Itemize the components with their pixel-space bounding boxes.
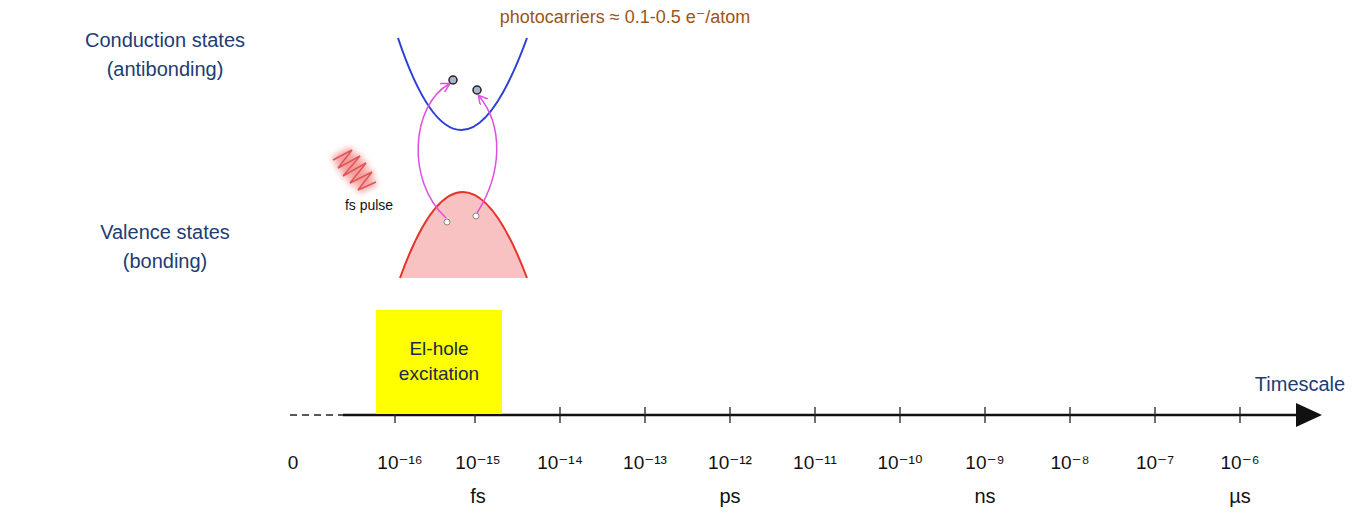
text-label: 10⁻¹¹: [780, 449, 850, 477]
text-label: 10⁻¹³: [610, 449, 680, 477]
text-label: 10⁻⁷: [1120, 449, 1190, 477]
text-label: 10⁻¹⁶: [365, 449, 435, 477]
valence-band-edge: [400, 192, 527, 278]
axis-arrowhead: [1296, 403, 1322, 427]
electron-dot: [449, 76, 457, 84]
text-label: 10⁻⁹: [950, 449, 1020, 477]
text-label: Timescale: [1250, 370, 1350, 399]
text-label: 10⁻¹⁵: [443, 449, 513, 477]
conduction-band: [398, 38, 527, 130]
text-label: Conduction states (antibonding): [70, 26, 260, 84]
box-text: El-hole excitation: [376, 337, 502, 386]
pulse-icon: [333, 150, 376, 190]
electron-dot: [473, 86, 481, 94]
text-label: 10⁻¹²: [695, 449, 765, 477]
valence-band: [400, 192, 527, 278]
text-label: fs pulse: [344, 196, 394, 215]
text-label: 10⁻¹⁴: [525, 449, 595, 477]
excitation-arrow: [418, 84, 449, 218]
axis-ticks: [395, 407, 1240, 423]
text-label: ps: [705, 482, 755, 511]
text-label: Valence states (bonding): [70, 218, 260, 276]
text-label: ns: [960, 482, 1010, 511]
text-label: 10⁻⁸: [1035, 449, 1105, 477]
hole-dot: [444, 219, 450, 225]
text-label: µs: [1215, 482, 1265, 511]
hole-dot: [473, 213, 479, 219]
process-box: El-hole excitation: [376, 310, 502, 414]
text-label: 10⁻¹⁰: [865, 449, 935, 477]
axis-dashed: [290, 414, 343, 416]
text-label: 10⁻⁶: [1205, 449, 1275, 477]
text-label: photocarriers ≈ 0.1-0.5 e⁻/atom: [445, 4, 805, 30]
excitation-arrow: [477, 96, 497, 213]
text-label: 0: [278, 449, 308, 477]
text-label: fs: [453, 482, 503, 511]
